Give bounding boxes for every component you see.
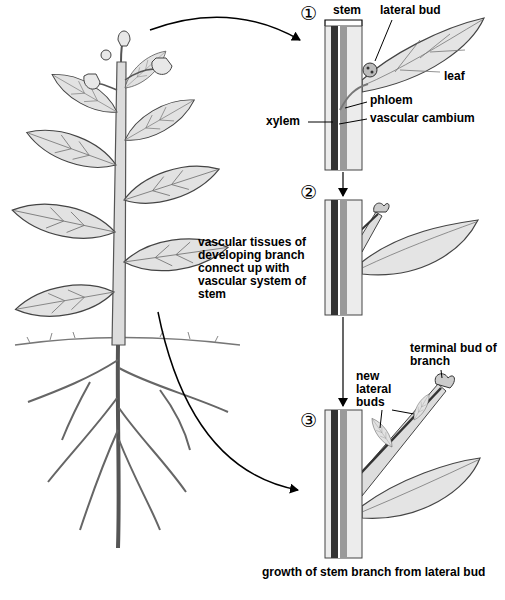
part-label: vascular cambium	[370, 112, 490, 125]
panel-three	[325, 370, 480, 558]
panel-one	[308, 18, 484, 196]
callout-number: ③	[300, 410, 324, 430]
part-label: xylem	[266, 115, 308, 128]
part-label: phloem	[370, 94, 430, 107]
caption-label: growth of stem branch from lateral bud	[262, 566, 492, 579]
part-label: leaf	[444, 70, 484, 83]
part-label: terminal bud of branch	[410, 342, 502, 368]
callout-number: ①	[300, 3, 324, 23]
callout-number: ②	[300, 182, 324, 202]
panel-two	[325, 200, 478, 406]
pointer-arrow	[150, 17, 300, 40]
part-label: lateral bud	[380, 4, 470, 17]
note-label: vascular tissues of developing branch co…	[198, 236, 308, 301]
part-label: new lateral buds	[356, 370, 406, 409]
pointer-arrow	[158, 312, 298, 490]
part-label: stem	[333, 4, 373, 17]
